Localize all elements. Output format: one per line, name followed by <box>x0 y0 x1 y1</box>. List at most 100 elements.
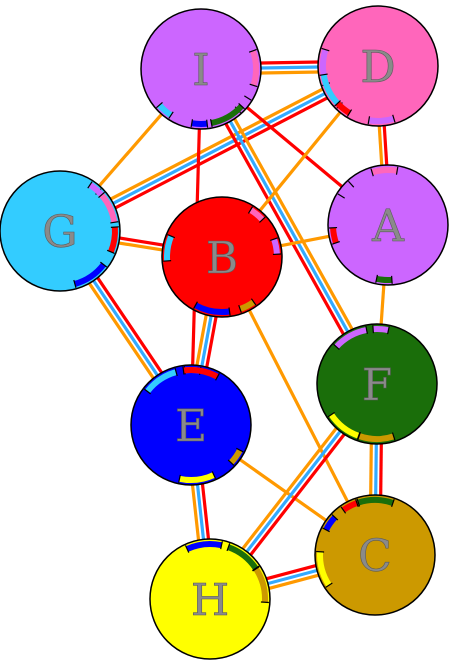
port-arc <box>194 302 230 315</box>
port-tick <box>321 47 330 52</box>
port-tick <box>227 459 235 466</box>
port-tick <box>178 474 181 483</box>
port-arc <box>358 433 395 442</box>
node-label: H <box>191 575 229 626</box>
port-tick <box>319 73 328 76</box>
port-tick <box>356 431 361 440</box>
port-tick <box>372 325 374 334</box>
port-tick <box>244 95 252 101</box>
port-tick <box>367 116 371 125</box>
port-tick <box>210 118 213 128</box>
port-tick <box>375 274 379 283</box>
port-tick <box>193 301 198 309</box>
node-I: I <box>140 8 262 130</box>
node-F: F <box>316 323 438 445</box>
port-tick <box>391 275 393 284</box>
port-arc <box>73 262 106 287</box>
port-tick <box>327 411 335 418</box>
port-tick <box>87 181 93 189</box>
port-tick <box>395 166 399 175</box>
port-arc <box>271 238 280 255</box>
node-circle <box>161 196 283 318</box>
port-tick <box>167 234 176 239</box>
port-tick <box>247 206 254 214</box>
port-tick <box>236 447 244 453</box>
nodes-layer: I D G B A F E H C <box>0 5 449 660</box>
port-tick <box>355 499 359 508</box>
port-tick <box>174 368 178 377</box>
port-arc <box>328 412 360 439</box>
port-arc <box>108 226 118 254</box>
node-circle <box>327 164 449 286</box>
port-tick <box>143 388 151 395</box>
port-tick <box>238 304 242 313</box>
port-arc <box>372 326 390 334</box>
port-tick <box>391 432 396 441</box>
port-arc <box>227 544 259 571</box>
port-arc <box>210 104 244 126</box>
port-tick <box>211 471 217 479</box>
node-E: E <box>130 364 252 486</box>
port-tick <box>110 226 119 228</box>
node-circle <box>149 538 271 660</box>
node-D: D <box>317 5 439 127</box>
port-tick <box>100 261 108 268</box>
port-arc <box>253 567 268 603</box>
node-H: H <box>149 538 271 660</box>
port-tick <box>215 373 220 381</box>
port-tick <box>259 216 266 223</box>
port-tick <box>110 221 119 224</box>
port-tick <box>238 102 245 110</box>
port-tick <box>248 48 257 53</box>
node-G: G <box>0 170 121 292</box>
node-C: C <box>314 494 436 616</box>
port-arc <box>178 472 216 483</box>
port-arc <box>371 167 398 176</box>
node-B: B <box>161 196 283 318</box>
port-tick <box>220 541 223 550</box>
port-tick <box>334 100 341 107</box>
port-tick <box>184 545 190 553</box>
port-tick <box>98 191 105 199</box>
port-tick <box>322 527 330 533</box>
port-tick <box>333 343 340 351</box>
port-tick <box>163 260 172 262</box>
node-label: G <box>42 207 77 258</box>
port-tick <box>331 514 339 521</box>
port-arc <box>317 551 332 587</box>
port-tick <box>252 566 260 572</box>
port-arc <box>357 497 394 506</box>
port-tick <box>249 83 258 88</box>
port-tick <box>391 499 395 507</box>
port-tick <box>270 237 279 242</box>
port-tick <box>182 366 185 375</box>
port-arc <box>145 369 178 394</box>
port-tick <box>106 249 115 254</box>
port-tick <box>346 109 353 117</box>
node-circle <box>0 170 121 292</box>
node-circle <box>316 323 438 445</box>
port-tick <box>347 180 355 188</box>
node-label: F <box>362 360 393 411</box>
port-tick <box>73 279 77 288</box>
port-arc <box>368 115 395 124</box>
node-label: D <box>360 42 395 93</box>
port-tick <box>190 119 194 128</box>
node-label: B <box>206 233 238 284</box>
node-label: I <box>192 45 209 96</box>
port-tick <box>168 111 174 119</box>
node-label: A <box>371 201 405 252</box>
port-tick <box>365 325 368 335</box>
node-circle <box>140 8 262 130</box>
port-tick <box>226 543 231 552</box>
port-tick <box>228 307 231 316</box>
node-label: E <box>175 401 207 452</box>
port-arc <box>375 275 393 283</box>
port-arc <box>250 49 259 87</box>
port-tick <box>206 119 209 128</box>
port-arc <box>185 541 223 552</box>
port-arc <box>191 120 208 127</box>
port-tick <box>370 168 374 177</box>
node-label: C <box>358 531 392 582</box>
